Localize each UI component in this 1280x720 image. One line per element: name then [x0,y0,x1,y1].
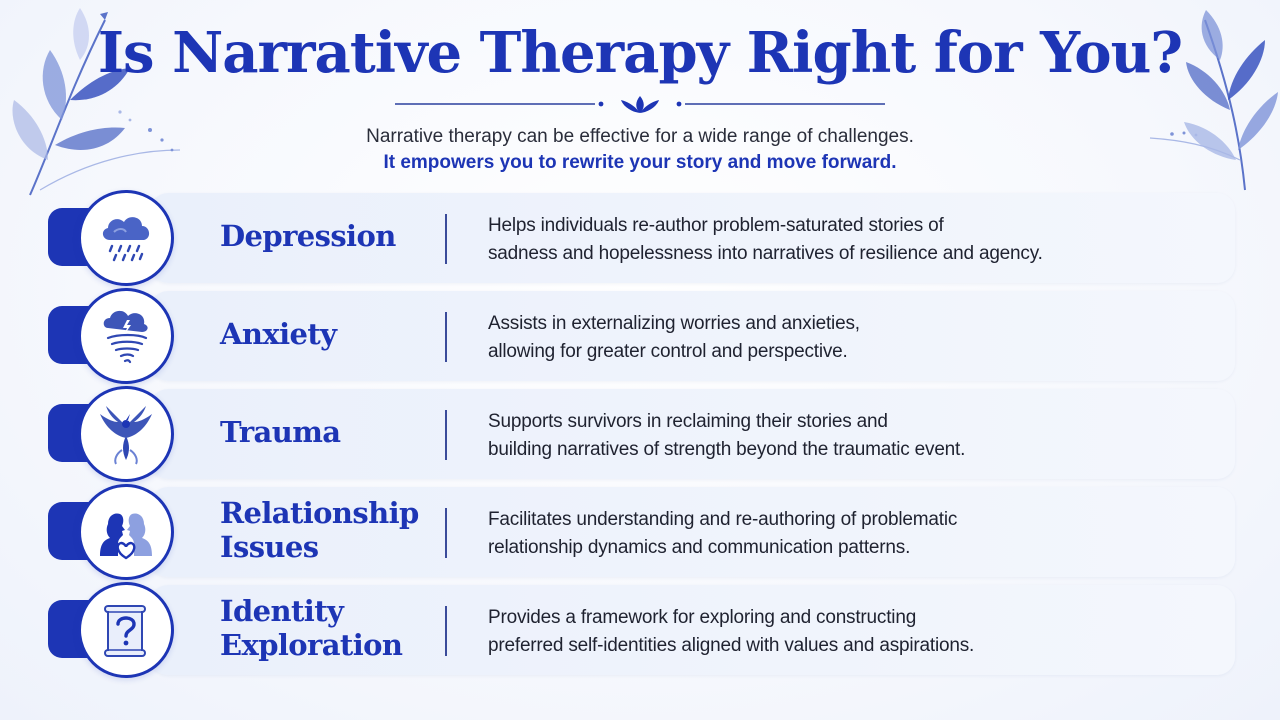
condition-description-line: Supports survivors in reclaiming their s… [488,411,888,432]
condition-description-line: allowing for greater control and perspec… [488,341,848,362]
condition-icon-badge [78,582,174,678]
condition-name-line: Issues [220,530,319,564]
vertical-divider [445,508,447,558]
condition-description: Supports survivors in reclaiming their s… [488,408,1208,464]
page-title: Is Narrative Therapy Right for You? [97,20,1183,86]
subtitle: Narrative therapy can be effective for a… [366,126,914,147]
condition-card [150,487,1235,577]
condition-description-line: relationship dynamics and communication … [488,537,911,558]
condition-description-line: Helps individuals re-author problem-satu… [488,215,944,236]
condition-description-line: Facilitates understanding and re-authori… [488,509,958,530]
vertical-divider [445,312,447,362]
question-scroll-icon [104,605,146,657]
condition-card [150,585,1235,675]
condition-name: Trauma [220,412,430,452]
condition-row: Anxiety Assists in externalizing worries … [0,288,1280,386]
phoenix-icon [100,406,152,465]
condition-description-line: Provides a framework for exploring and c… [488,607,917,628]
condition-name-line: Anxiety [220,317,337,351]
tagline: It empowers you to rewrite your story an… [383,152,897,173]
condition-description-line: preferred self-identities aligned with v… [488,635,975,656]
condition-card [150,291,1235,381]
condition-name-line: Relationship [220,496,419,530]
storm-tornado-icon [103,310,148,364]
leaf-decoration-left-icon [12,8,181,196]
condition-card [150,389,1235,479]
condition-description: Provides a framework for exploring and c… [488,604,1208,660]
vertical-divider [445,606,447,656]
condition-description-line: Assists in externalizing worries and anx… [488,313,860,334]
condition-name-line: Exploration [220,628,403,662]
condition-description: Facilitates understanding and re-authori… [488,506,1208,562]
condition-icon-badge [78,386,174,482]
condition-row: Trauma Supports survivors in reclaiming t… [0,386,1280,484]
condition-name-line: Depression [220,219,396,253]
two-faces-heart-icon [100,513,152,560]
rain-cloud-icon [102,217,150,262]
condition-icon-badge [78,190,174,286]
lotus-divider-icon [395,96,885,113]
condition-name-line: Identity [220,594,344,628]
vertical-divider [445,214,447,264]
condition-description: Helps individuals re-author problem-satu… [488,212,1208,268]
condition-row: Depression Helps individuals re-author pr… [0,190,1280,288]
condition-card [150,193,1235,283]
condition-icon-badge [78,484,174,580]
leaf-decoration-right-icon [1149,10,1278,191]
condition-description-line: building narratives of strength beyond t… [488,439,966,460]
condition-name-line: Trauma [220,415,341,449]
condition-description-line: sadness and hopelessness into narratives… [488,243,1043,264]
condition-name: Depression [220,216,430,256]
condition-description: Assists in externalizing worries and anx… [488,310,1208,366]
condition-name: Anxiety [220,314,430,354]
condition-icon-badge [78,288,174,384]
vertical-divider [445,410,447,460]
